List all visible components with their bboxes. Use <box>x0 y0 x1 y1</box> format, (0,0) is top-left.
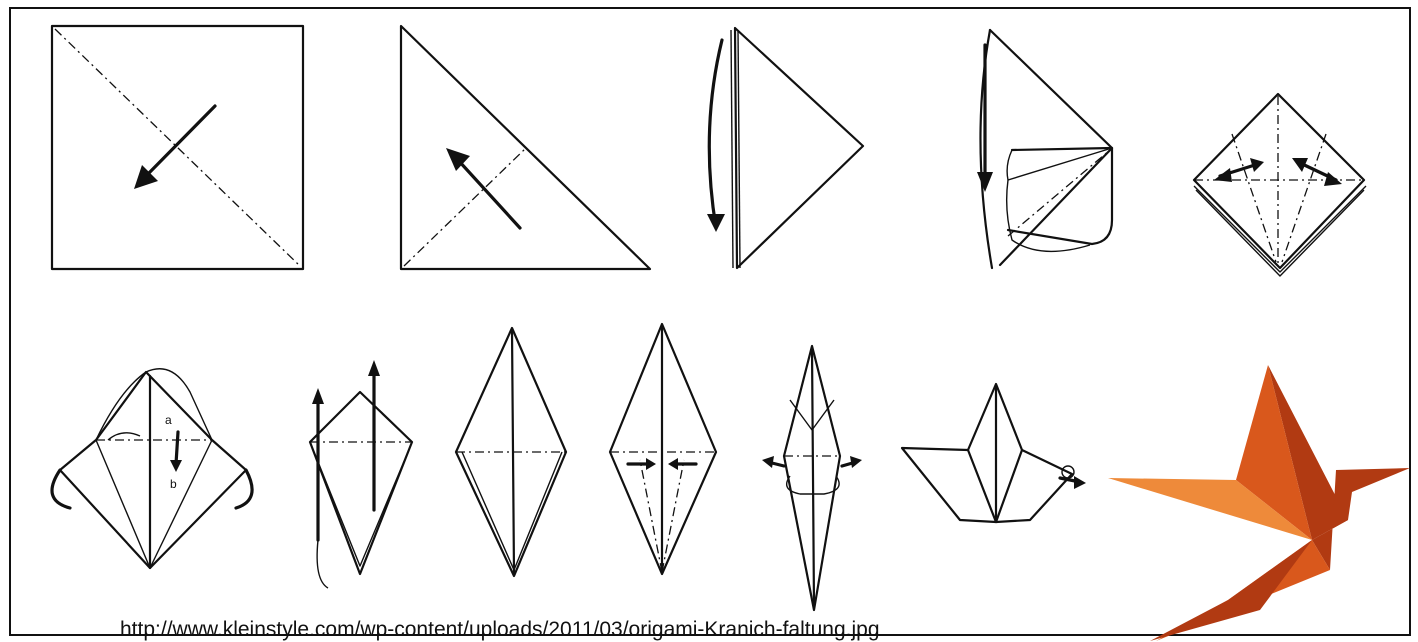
step-9-narrow <box>610 324 716 574</box>
step-6-petal: a b <box>52 369 252 568</box>
step-7-lift <box>310 360 412 588</box>
step-11-wings <box>902 384 1086 522</box>
label-a: a <box>165 413 172 427</box>
finished-crane-image <box>1108 365 1410 641</box>
step-2-triangle <box>401 26 650 269</box>
step-1-square <box>52 26 303 269</box>
label-b: b <box>170 477 177 491</box>
step-5-diamond <box>1194 94 1366 276</box>
step-10-body <box>762 346 862 610</box>
step-8-tall <box>456 328 566 576</box>
step-4-squash <box>977 30 1112 268</box>
step-3-fold <box>707 28 863 268</box>
source-url-caption: http://www.kleinstyle.com/wp-content/upl… <box>120 618 880 642</box>
